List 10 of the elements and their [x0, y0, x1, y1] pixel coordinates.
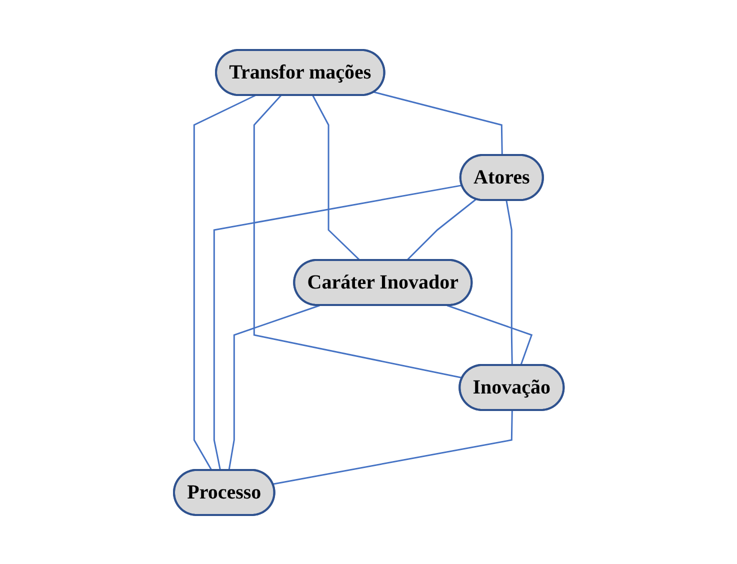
connector	[193, 94, 256, 470]
connector	[213, 184, 462, 470]
connector	[312, 94, 360, 261]
connector	[374, 90, 503, 155]
connector	[253, 94, 462, 378]
connector	[505, 200, 513, 365]
connector	[272, 410, 513, 484]
connector	[406, 198, 476, 261]
connector	[228, 304, 320, 470]
connector	[446, 304, 532, 366]
